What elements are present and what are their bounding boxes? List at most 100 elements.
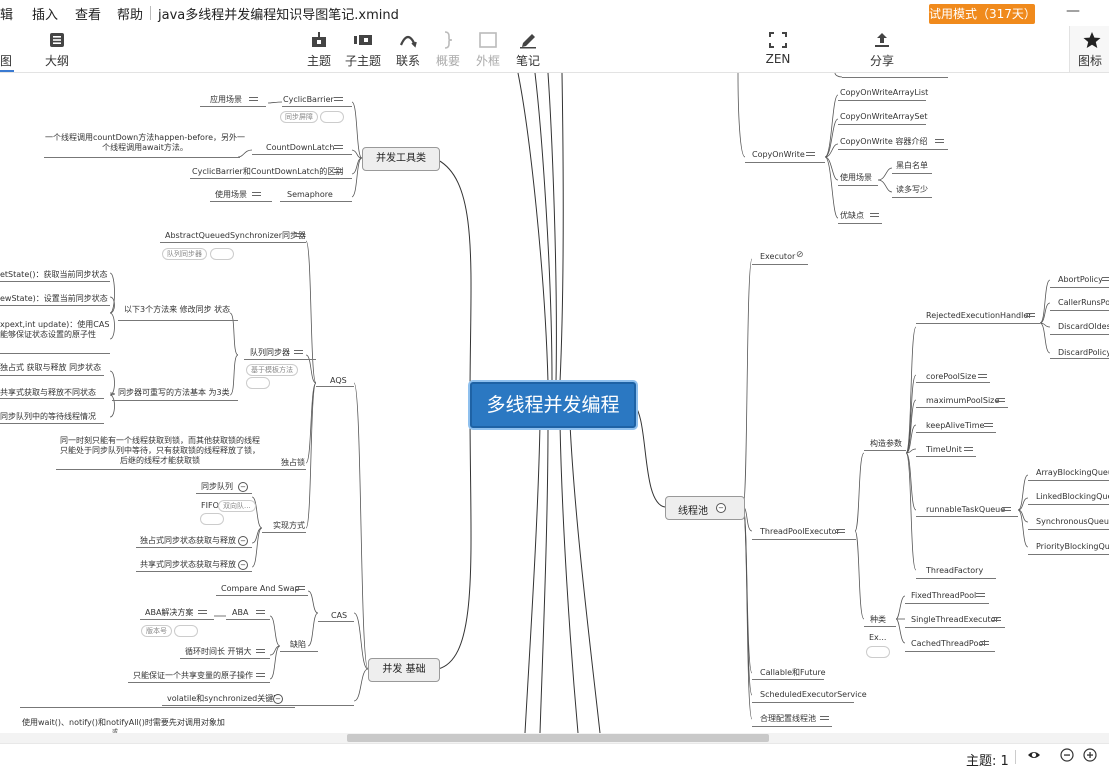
outline-button[interactable]: 大纲 (33, 26, 81, 72)
node-exclusive-impl[interactable]: 独占式同步状态获取与释放 (140, 536, 236, 545)
node-ex-truncated[interactable]: Ex... (869, 633, 887, 642)
node-thread-pool-executor[interactable]: ThreadPoolExecutor (760, 527, 840, 536)
node-cow-arraylist[interactable]: CopyOnWriteArrayList (840, 88, 929, 97)
note-icon[interactable] (1102, 277, 1109, 284)
note-icon[interactable] (334, 169, 343, 176)
collapse-icon[interactable]: − (273, 694, 283, 704)
node-fifo[interactable]: FIFO (201, 501, 219, 510)
node-construct-params[interactable]: 构造参数 (870, 439, 902, 448)
node-priority-blocking-queue[interactable]: PriorityBlockingQueue (1036, 542, 1109, 551)
note-icon[interactable] (296, 586, 305, 593)
link-icon[interactable]: ⊘ (796, 250, 804, 260)
tab-map-view[interactable]: 图 (0, 26, 30, 72)
node-single-var[interactable]: 只能保证一个共享变量的原子操作 (133, 671, 253, 680)
node-single-thread-executor[interactable]: SingleThreadExecutor (911, 615, 999, 624)
node-time-unit[interactable]: TimeUnit (926, 445, 962, 454)
menu-help[interactable]: 帮助 (117, 8, 144, 23)
summary-button[interactable]: 概要 (424, 26, 472, 72)
zoom-in-icon[interactable] (1083, 748, 1097, 762)
node-array-blocking-queue[interactable]: ArrayBlockingQueue (1036, 468, 1109, 477)
note-icon[interactable] (992, 617, 1001, 624)
note-icon[interactable] (334, 97, 343, 104)
note-icon[interactable] (334, 145, 343, 152)
node-read-more[interactable]: 读多写少 (896, 185, 928, 194)
node-cas-state-2[interactable]: 能够保证状态设置的原子性 (0, 330, 96, 339)
node-aqs-full[interactable]: AbstractQueuedSynchronizer同步器 (165, 231, 307, 240)
node-sync-queue[interactable]: 同步队列 (201, 482, 233, 491)
node-exclusive-note[interactable]: 同一时刻只能有一个线程获取到锁，而其他获取锁的线程只能处于同步队列中等待，只有获… (60, 436, 260, 465)
node-linked-blocking-queue[interactable]: LinkedBlockingQueue (1036, 492, 1109, 501)
node-semaphore[interactable]: Semaphore (287, 190, 333, 199)
note-icon[interactable] (820, 716, 829, 723)
eye-icon[interactable] (1027, 748, 1041, 762)
note-icon[interactable] (1002, 507, 1011, 514)
node-barrier-latch-diff[interactable]: CyclicBarrier和CountDownLatch的区别 (192, 167, 344, 176)
node-set-state[interactable]: ewState)：设置当前同步状态 (0, 294, 108, 303)
note-icon[interactable] (978, 374, 987, 381)
node-caller-runs-policy[interactable]: CallerRunsPoli (1058, 298, 1109, 307)
node-copyonwrite[interactable]: CopyOnWrite (752, 150, 805, 159)
zen-button[interactable]: ZEN (754, 26, 802, 72)
note-icon[interactable] (836, 529, 845, 536)
node-fixed-thread-pool[interactable]: FixedThreadPool (911, 591, 977, 600)
node-countdown-note[interactable]: 一个线程调用countDown方法happen-before，另外一个线程调用a… (45, 133, 245, 152)
central-topic[interactable]: 多线程并发编程 (470, 382, 636, 428)
node-runnable-task-queue[interactable]: runnableTaskQueue (926, 505, 1006, 514)
node-queue-synchronizer[interactable]: 队列同步器 (250, 348, 290, 357)
note-icon[interactable] (870, 213, 879, 220)
scrollbar-thumb[interactable] (347, 734, 769, 742)
note-icon[interactable] (806, 152, 815, 159)
menu-view[interactable]: 查看 (75, 8, 102, 23)
node-exclusive-get[interactable]: 独占式 获取与释放 同步状态 (0, 363, 102, 372)
node-cow-intro[interactable]: CopyOnWrite 容器介绍 (840, 137, 928, 146)
topic-button[interactable]: 主题 (295, 26, 343, 72)
node-drawbacks[interactable]: 缺陷 (290, 640, 306, 649)
collapse-icon[interactable]: − (238, 482, 248, 492)
note-icon[interactable] (256, 673, 265, 680)
node-use-scene[interactable]: 使用场景 (215, 190, 247, 199)
note-icon[interactable] (294, 350, 303, 357)
node-loop-cost[interactable]: 循环时间长 开销大 (185, 647, 252, 656)
notes-button[interactable]: 笔记 (504, 26, 552, 72)
node-discard-oldest-policy[interactable]: DiscardOldestF (1058, 322, 1109, 331)
note-icon[interactable] (984, 423, 993, 430)
node-kinds[interactable]: 种类 (870, 615, 886, 624)
menu-edit[interactable]: 辑 (0, 8, 14, 23)
node-scheduled-executor[interactable]: ScheduledExecutorService (760, 690, 867, 699)
node-aqs[interactable]: AQS (330, 376, 347, 385)
note-icon[interactable] (252, 192, 261, 199)
subtopic-button[interactable]: 子主题 (339, 26, 387, 72)
node-synchronous-queue[interactable]: SynchronousQueue (1036, 517, 1109, 526)
node-core-pool-size[interactable]: corePoolSize (926, 372, 977, 381)
node-discard-policy[interactable]: DiscardPolicy (1058, 348, 1109, 357)
node-executor[interactable]: Executor (760, 252, 796, 261)
horizontal-scrollbar[interactable] (0, 733, 1109, 743)
node-exclusive-lock[interactable]: 独占锁 (281, 458, 305, 467)
node-wait-notify-note[interactable]: 使用wait()、notify()和notifyAll()时需要先对调用对象加 (22, 718, 225, 727)
collapse-icon[interactable]: − (238, 536, 248, 546)
note-icon[interactable] (935, 139, 944, 146)
menu-insert[interactable]: 插入 (32, 8, 59, 23)
node-thread-factory[interactable]: ThreadFactory (926, 566, 984, 575)
node-cyclicbarrier[interactable]: CyclicBarrier (283, 95, 334, 104)
topic-thread-pool[interactable]: 线程池 − (665, 496, 745, 520)
note-icon[interactable] (964, 447, 973, 454)
share-button[interactable]: 分享 (858, 26, 906, 72)
node-cas-state[interactable]: xpext,int update)：使用CAS (0, 320, 110, 329)
note-icon[interactable] (980, 641, 989, 648)
icons-panel-button[interactable]: 图标 (1069, 26, 1109, 72)
node-implement[interactable]: 实现方式 (273, 521, 305, 530)
minimize-button[interactable]: — (1066, 3, 1080, 19)
node-cached-thread-pool[interactable]: CachedThreadPool (911, 639, 986, 648)
node-shared-impl[interactable]: 共享式同步状态获取与释放 (140, 560, 236, 569)
collapse-icon[interactable]: − (716, 503, 726, 513)
node-or[interactable]: 或 (112, 729, 119, 733)
node-reasonable-config[interactable]: 合理配置线程池 (760, 714, 816, 723)
note-icon[interactable] (249, 97, 258, 104)
node-shared-get[interactable]: 共享式获取与释放不同状态 (0, 388, 96, 397)
node-cow-arrayset[interactable]: CopyOnWriteArraySet (840, 112, 928, 121)
node-black-white-list[interactable]: 黑白名单 (896, 161, 928, 170)
node-max-pool-size[interactable]: maximumPoolSize (926, 396, 1000, 405)
node-three-methods[interactable]: 以下3个方法来 修改同步 状态 (124, 305, 231, 314)
zoom-out-icon[interactable] (1060, 748, 1074, 762)
